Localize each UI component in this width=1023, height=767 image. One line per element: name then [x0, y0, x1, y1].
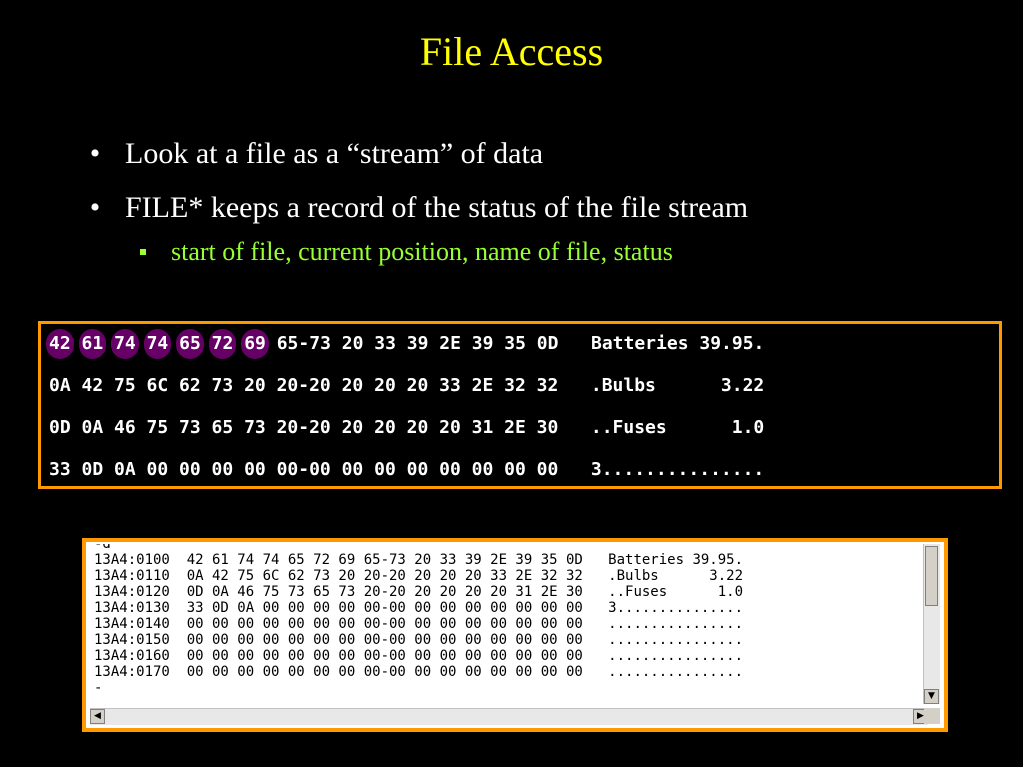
sub-bullet-text: start of file, current position, name of… [171, 237, 673, 266]
sub-bullet-item: start of file, current position, name of… [85, 236, 1005, 272]
dump-line: 13A4:0100 42 61 74 74 65 72 69 65-73 20 … [94, 552, 744, 568]
square-bullet-icon [140, 249, 146, 255]
hex-bytes: 0D 0A 46 75 73 65 73 20-20 20 20 20 20 3… [49, 417, 559, 438]
scroll-left-icon[interactable]: ◀ [90, 709, 105, 724]
bullet-list: • Look at a file as a “stream” of data •… [85, 132, 1005, 272]
horizontal-scrollbar[interactable]: ◀ ▶ [90, 708, 928, 725]
hex-row: 42 61 74 74 65 72 69 65-73 20 33 39 2E 3… [46, 329, 765, 359]
bullet-text: Look at a file as a “stream” of data [125, 137, 544, 170]
highlighted-byte: 74 [143, 329, 172, 359]
hex-bytes: 0A 42 75 6C 62 73 20 20-20 20 20 20 33 2… [49, 375, 559, 396]
hex-row: 33 0D 0A 00 00 00 00 00-00 00 00 00 00 0… [49, 455, 764, 485]
resize-grip-icon[interactable] [924, 708, 940, 724]
highlighted-byte: 74 [111, 329, 139, 359]
hex-ascii: Batteries 39.95. [591, 333, 765, 354]
dump-line: 13A4:0110 0A 42 75 6C 62 73 20 20-20 20 … [94, 568, 744, 584]
bullet-text: FILE* keeps a record of the status of th… [125, 191, 749, 224]
vertical-scrollbar[interactable]: ▼ [923, 544, 940, 704]
hex-bytes: 65-73 20 33 39 2E 39 35 0D [276, 333, 559, 354]
hex-row: 0A 42 75 6C 62 73 20 20-20 20 20 20 33 2… [49, 371, 764, 401]
highlighted-byte: 69 [241, 329, 269, 359]
hex-bytes: 33 0D 0A 00 00 00 00 00-00 00 00 00 00 0… [49, 459, 559, 480]
scrollbar-thumb[interactable] [925, 546, 938, 606]
bullet-item: • FILE* keeps a record of the status of … [85, 186, 1005, 240]
console-output: -d 13A4:0100 42 61 74 74 65 72 69 65-73 … [90, 544, 928, 704]
console-window-screenshot: -d 13A4:0100 42 61 74 74 65 72 69 65-73 … [82, 538, 948, 732]
hex-ascii: 3............... [590, 459, 765, 480]
hex-ascii: .Bulbs 3.22 [590, 375, 765, 396]
hex-dump-box: 42 61 74 74 65 72 69 65-73 20 33 39 2E 3… [38, 321, 1002, 489]
command-fragment: -d [94, 544, 111, 552]
dump-line: 13A4:0120 0D 0A 46 75 73 65 73 20-20 20 … [94, 584, 744, 600]
dump-line: 13A4:0160 00 00 00 00 00 00 00 00-00 00 … [94, 648, 744, 664]
dump-line: 13A4:0150 00 00 00 00 00 00 00 00-00 00 … [94, 632, 744, 648]
bullet-dot-icon: • [89, 191, 101, 224]
highlighted-byte: 42 [46, 329, 74, 359]
hex-ascii: ..Fuses 1.0 [590, 417, 765, 438]
command-prompt: - [94, 680, 103, 696]
scroll-down-icon[interactable]: ▼ [924, 689, 939, 704]
dump-line: 13A4:0140 00 00 00 00 00 00 00 00-00 00 … [94, 616, 744, 632]
highlighted-byte: 72 [208, 329, 237, 359]
bullet-dot-icon: • [89, 137, 101, 170]
bullet-item: • Look at a file as a “stream” of data [85, 132, 1005, 186]
dump-line: 13A4:0130 33 0D 0A 00 00 00 00 00-00 00 … [94, 600, 744, 616]
hex-row: 0D 0A 46 75 73 65 73 20-20 20 20 20 20 3… [49, 413, 764, 443]
dump-line: 13A4:0170 00 00 00 00 00 00 00 00-00 00 … [94, 664, 744, 680]
highlighted-byte: 65 [176, 329, 204, 359]
slide-title: File Access [419, 29, 604, 74]
highlighted-byte: 61 [78, 329, 107, 359]
